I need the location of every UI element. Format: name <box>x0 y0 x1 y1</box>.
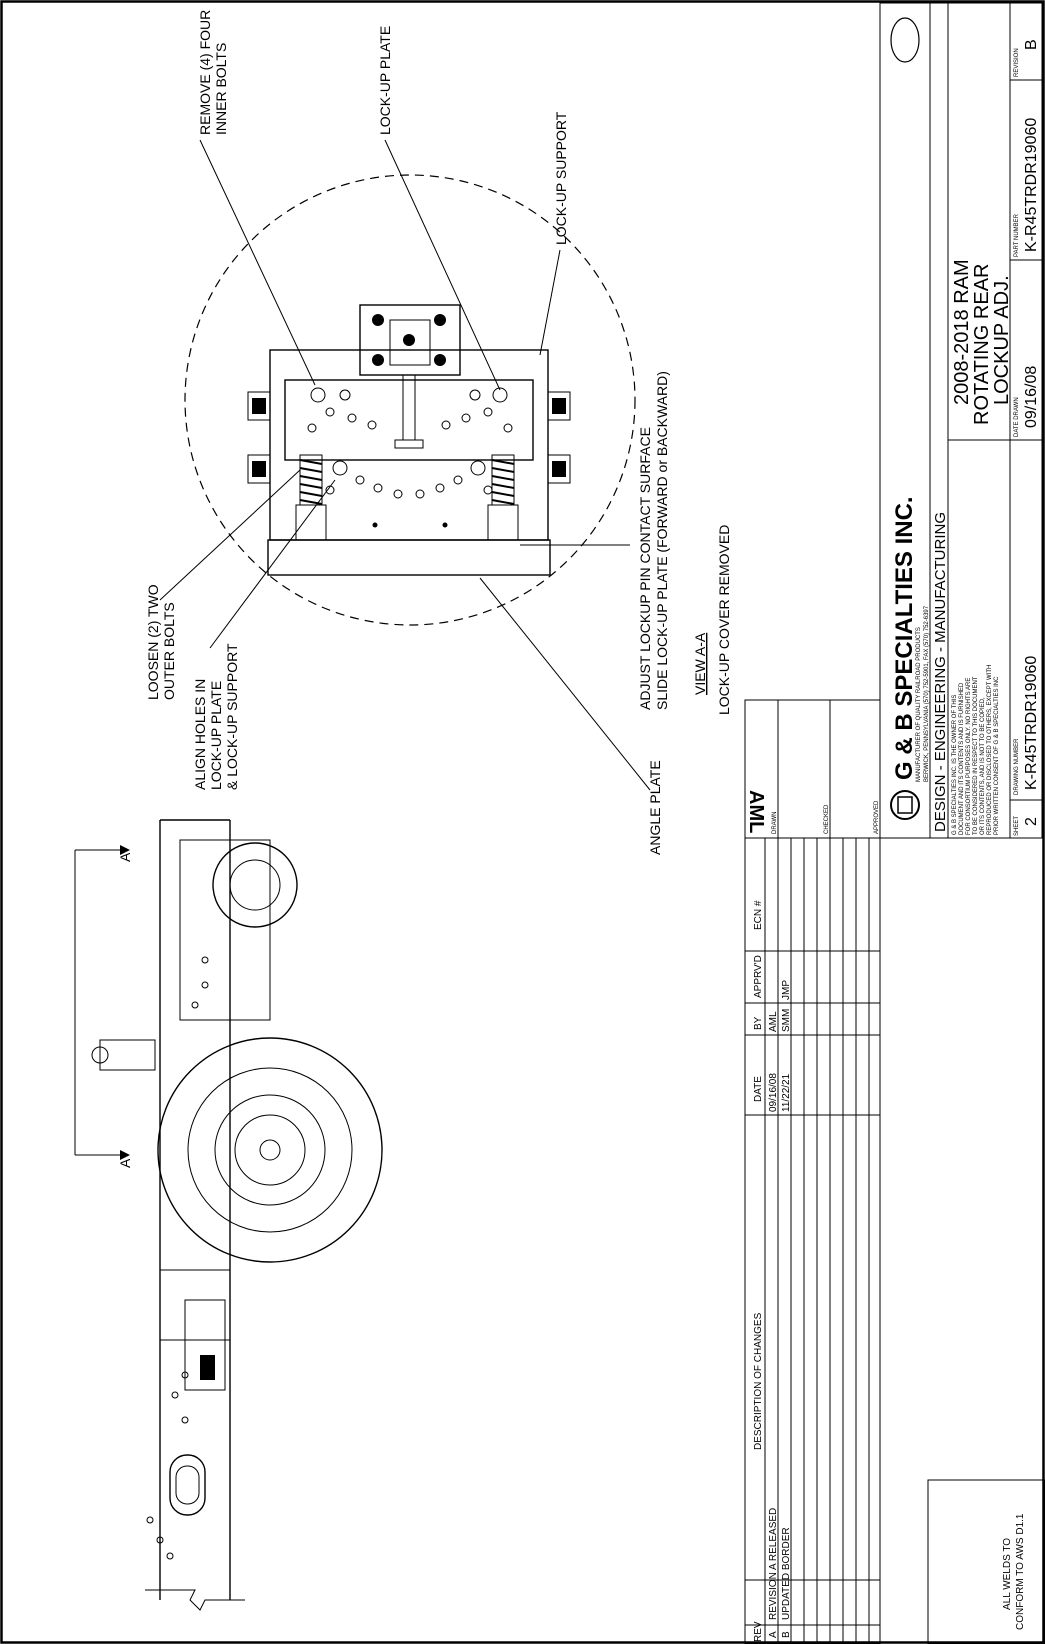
truck-wheel <box>157 1037 383 1263</box>
adjust-line2: SLIDE LOCK-UP PLATE (FORWARD or BACKWARD… <box>654 371 670 710</box>
loosen-line1: LOOSEN (2) TWO <box>145 584 161 700</box>
view-caption: VIEW A-A LOCK-UP COVER REMOVED <box>692 525 732 715</box>
section-marker-top <box>74 1010 130 1160</box>
company-tagline: MANUFACTURER OF QUALITY RAILROAD PRODUCT… <box>916 627 922 782</box>
weld-note-line1: ALL WELDS TO <box>1002 1538 1013 1610</box>
notice-line3: FOR CONSORTIUM PURPOSES ONLY. NO RIGHTS … <box>966 678 972 835</box>
remove-bolts-line1: REMOVE (4) FOUR <box>197 10 213 135</box>
field-label-date-drawn: DATE DRAWN <box>1014 397 1020 437</box>
notice-line2: DOCUMENT AND ITS CONTENTS AND IS FURNISH… <box>959 682 965 835</box>
rev-b-apprvd: JMP <box>781 980 792 1000</box>
left-spring <box>299 454 323 506</box>
truck-side-view: A A <box>74 819 383 1611</box>
angle-plate <box>267 539 551 576</box>
drawn-label: DRAWN <box>772 812 778 834</box>
revision-letter: B <box>1023 39 1040 50</box>
checked-label: CHECKED <box>824 804 830 834</box>
align-line1: ALIGN HOLES IN <box>192 679 208 790</box>
field-label-part-number: PART NUMBER <box>1014 213 1020 257</box>
title-line3: LOCKUP ADJ. <box>991 275 1013 405</box>
rev-header-date: DATE <box>753 1076 764 1102</box>
sheet-number: 2 <box>1023 817 1040 826</box>
section-label-bottom: A <box>117 852 133 862</box>
rev-b-rev: B <box>781 1631 792 1638</box>
company-name: G & B SPECIALTIES INC. <box>891 496 918 780</box>
date-drawn: 09/16/08 <box>1023 366 1040 428</box>
section-marker-bottom <box>74 845 130 1010</box>
lockup-plate <box>284 379 534 461</box>
field-label-revision: REVISION <box>1014 48 1020 77</box>
callout-remove-bolts: REMOVE (4) FOUR INNER BOLTS <box>197 10 229 135</box>
detail-view-a-a <box>159 139 651 791</box>
section-label-top: A <box>117 1158 133 1168</box>
callout-align: ALIGN HOLES IN LOCK-UP PLATE & LOCK-UP S… <box>192 643 240 790</box>
weld-note: ALL WELDS TO CONFORM TO AWS D1.1 <box>1002 1513 1026 1630</box>
rev-header-apprvd: APPRV'D <box>753 955 764 998</box>
callout-lockup-support: LOCK-UP SUPPORT <box>553 111 569 245</box>
company-address: BERWICK, PENNSYLVANIA (570) 752-5901, FA… <box>924 605 930 782</box>
detail-circle <box>184 174 636 626</box>
notice-line5: OR ITS CONTENTS, AND IS NOT TO BE COPIED… <box>980 697 986 835</box>
ownership-notice: G & B SPECIALTIES INC. IS THE OWNER OF T… <box>952 665 1000 835</box>
leader-angle-plate <box>479 577 651 791</box>
field-label-sheet: SHEET <box>1014 816 1020 836</box>
rev-header-rev: REV <box>753 1621 764 1642</box>
part-number: K-R45TRDR19060 <box>1023 118 1040 252</box>
title-block <box>879 2 1043 839</box>
rev-a-date: 09/16/08 <box>768 1073 779 1112</box>
notice-line4: TO BE CONSIDERED IN RESPECT TO THIS DOCU… <box>973 676 979 835</box>
association-seal <box>890 17 920 63</box>
leader-lockup-support <box>539 249 561 356</box>
loosen-line2: OUTER BOLTS <box>161 602 177 700</box>
drawing-number: K-R45TRDR19060 <box>1023 656 1040 790</box>
notice-line1: G & B SPECIALTIES INC. IS THE OWNER OF T… <box>952 695 958 835</box>
approved-label: APPROVED <box>874 800 880 834</box>
rev-header-description: DESCRIPTION OF CHANGES <box>753 1312 764 1450</box>
frame-slot <box>169 1454 206 1516</box>
rev-a-by: AML <box>768 1011 779 1032</box>
weld-note-line2: CONFORM TO AWS D1.1 <box>1015 1513 1026 1630</box>
view-title: VIEW A-A <box>692 632 708 695</box>
drawn-by: AML <box>745 790 767 833</box>
leader-lockup-plate <box>384 139 501 391</box>
title-line2: ROTATING REAR <box>971 264 993 425</box>
field-label-drawing-number: DRAWING NUMBER <box>1014 738 1020 795</box>
rev-header-ecn: ECN # <box>753 900 764 930</box>
leader-loosen <box>159 469 301 601</box>
rev-b-by: SMM <box>781 1009 792 1032</box>
view-subtitle: LOCK-UP COVER REMOVED <box>716 525 732 715</box>
plate-holes <box>307 387 513 528</box>
title-line1: 2008-2018 RAM <box>951 259 973 405</box>
align-line2: LOCK-UP PLATE <box>208 681 224 790</box>
right-spring <box>491 454 515 506</box>
align-line3: & LOCK-UP SUPPORT <box>224 643 240 790</box>
rotating-assembly <box>212 842 298 928</box>
remove-bolts-line2: INNER BOLTS <box>213 43 229 135</box>
rev-header-by: BY <box>753 1016 764 1030</box>
revision-block <box>744 837 881 1644</box>
callout-loosen: LOOSEN (2) TWO OUTER BOLTS <box>145 584 177 700</box>
department-line: DESIGN - ENGINEERING - MANUFACTURING <box>932 512 949 832</box>
lockup-support <box>269 349 549 541</box>
rev-a-description: REVISION A RELEASED <box>768 1508 779 1620</box>
company-logo <box>890 790 920 820</box>
callout-lockup-plate: LOCK-UP PLATE <box>377 26 393 135</box>
rev-b-description: UPDATED BORDER <box>781 1527 792 1620</box>
callout-adjust: ADJUST LOCKUP PIN CONTACT SURFACE SLIDE … <box>637 371 670 710</box>
leader-align <box>209 479 336 649</box>
rev-b-date: 11/22/21 <box>781 1073 792 1112</box>
side-bolts <box>247 391 571 484</box>
drawing-title: 2008-2018 RAM ROTATING REAR LOCKUP ADJ. <box>951 259 1013 425</box>
notice-line7: PRIOR WRITTEN CONSENT OF G & B SPECIALTI… <box>994 676 1000 835</box>
callout-angle-plate: ANGLE PLATE <box>647 760 663 855</box>
notice-line6: REPRODUCED OR DISCLOSED TO OTHERS, EXCEP… <box>987 665 993 835</box>
weld-note-box <box>927 1479 1045 1644</box>
leader-remove-bolts <box>199 139 316 386</box>
rev-a-rev: A <box>768 1631 779 1638</box>
adjust-line1: ADJUST LOCKUP PIN CONTACT SURFACE <box>637 427 653 710</box>
